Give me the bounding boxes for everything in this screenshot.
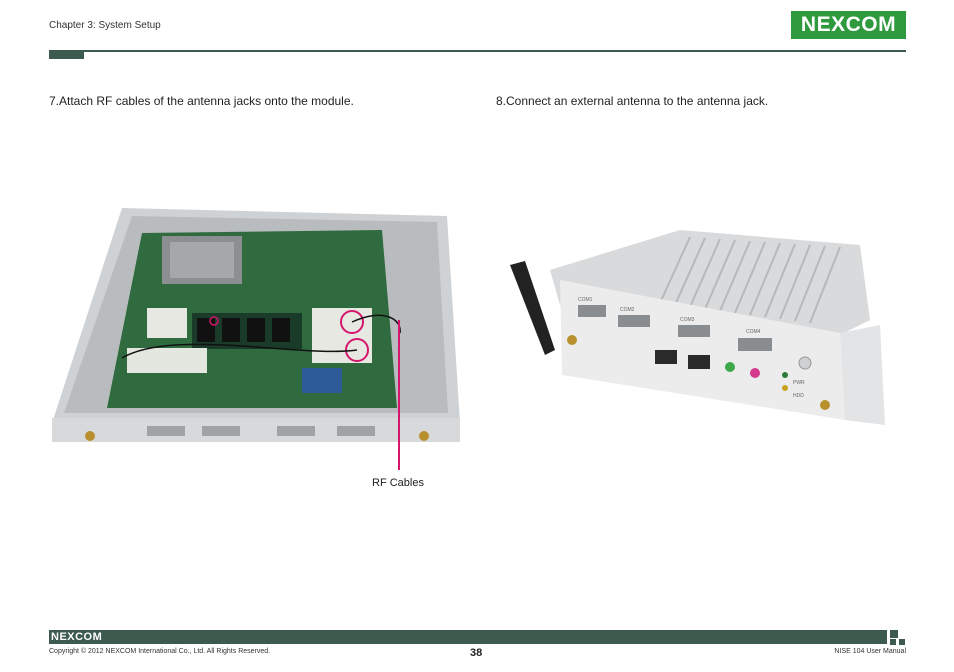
rf-cables-label: RF Cables: [372, 477, 424, 489]
logo-text: NEXCOM: [800, 13, 897, 36]
footer-square-3: [890, 639, 896, 645]
footer-square-1: [890, 630, 898, 638]
page-number: 38: [470, 647, 483, 659]
com1-label: COM1: [578, 297, 593, 303]
hdd-label: HDD: [793, 393, 804, 399]
step-8-text: 8.Connect an external antenna to the ant…: [496, 94, 769, 108]
box-pc-photo: COM1 COM2 COM3 COM4 PWR HDD: [510, 230, 885, 425]
com3-label: COM3: [680, 317, 695, 323]
nexcom-logo: NEXCOM: [791, 11, 906, 39]
footer-nexcom-logo: NEXCOM: [51, 631, 103, 643]
header-accent-block: [49, 50, 84, 59]
rf-cables-callout-line: [398, 320, 400, 470]
copyright-text: Copyright © 2012 NEXCOM International Co…: [49, 648, 271, 655]
motherboard-photo: [52, 208, 460, 442]
footer-bar: [49, 630, 887, 644]
step-7-text: 7.Attach RF cables of the antenna jacks …: [49, 94, 354, 108]
footer-square-2: [899, 639, 905, 645]
chapter-title: Chapter 3: System Setup: [49, 20, 161, 31]
header-rule: [49, 50, 906, 52]
manual-name: NISE 104 User Manual: [834, 648, 906, 655]
com4-label: COM4: [746, 329, 761, 335]
pwr-label: PWR: [793, 380, 805, 386]
com2-label: COM2: [620, 307, 635, 313]
